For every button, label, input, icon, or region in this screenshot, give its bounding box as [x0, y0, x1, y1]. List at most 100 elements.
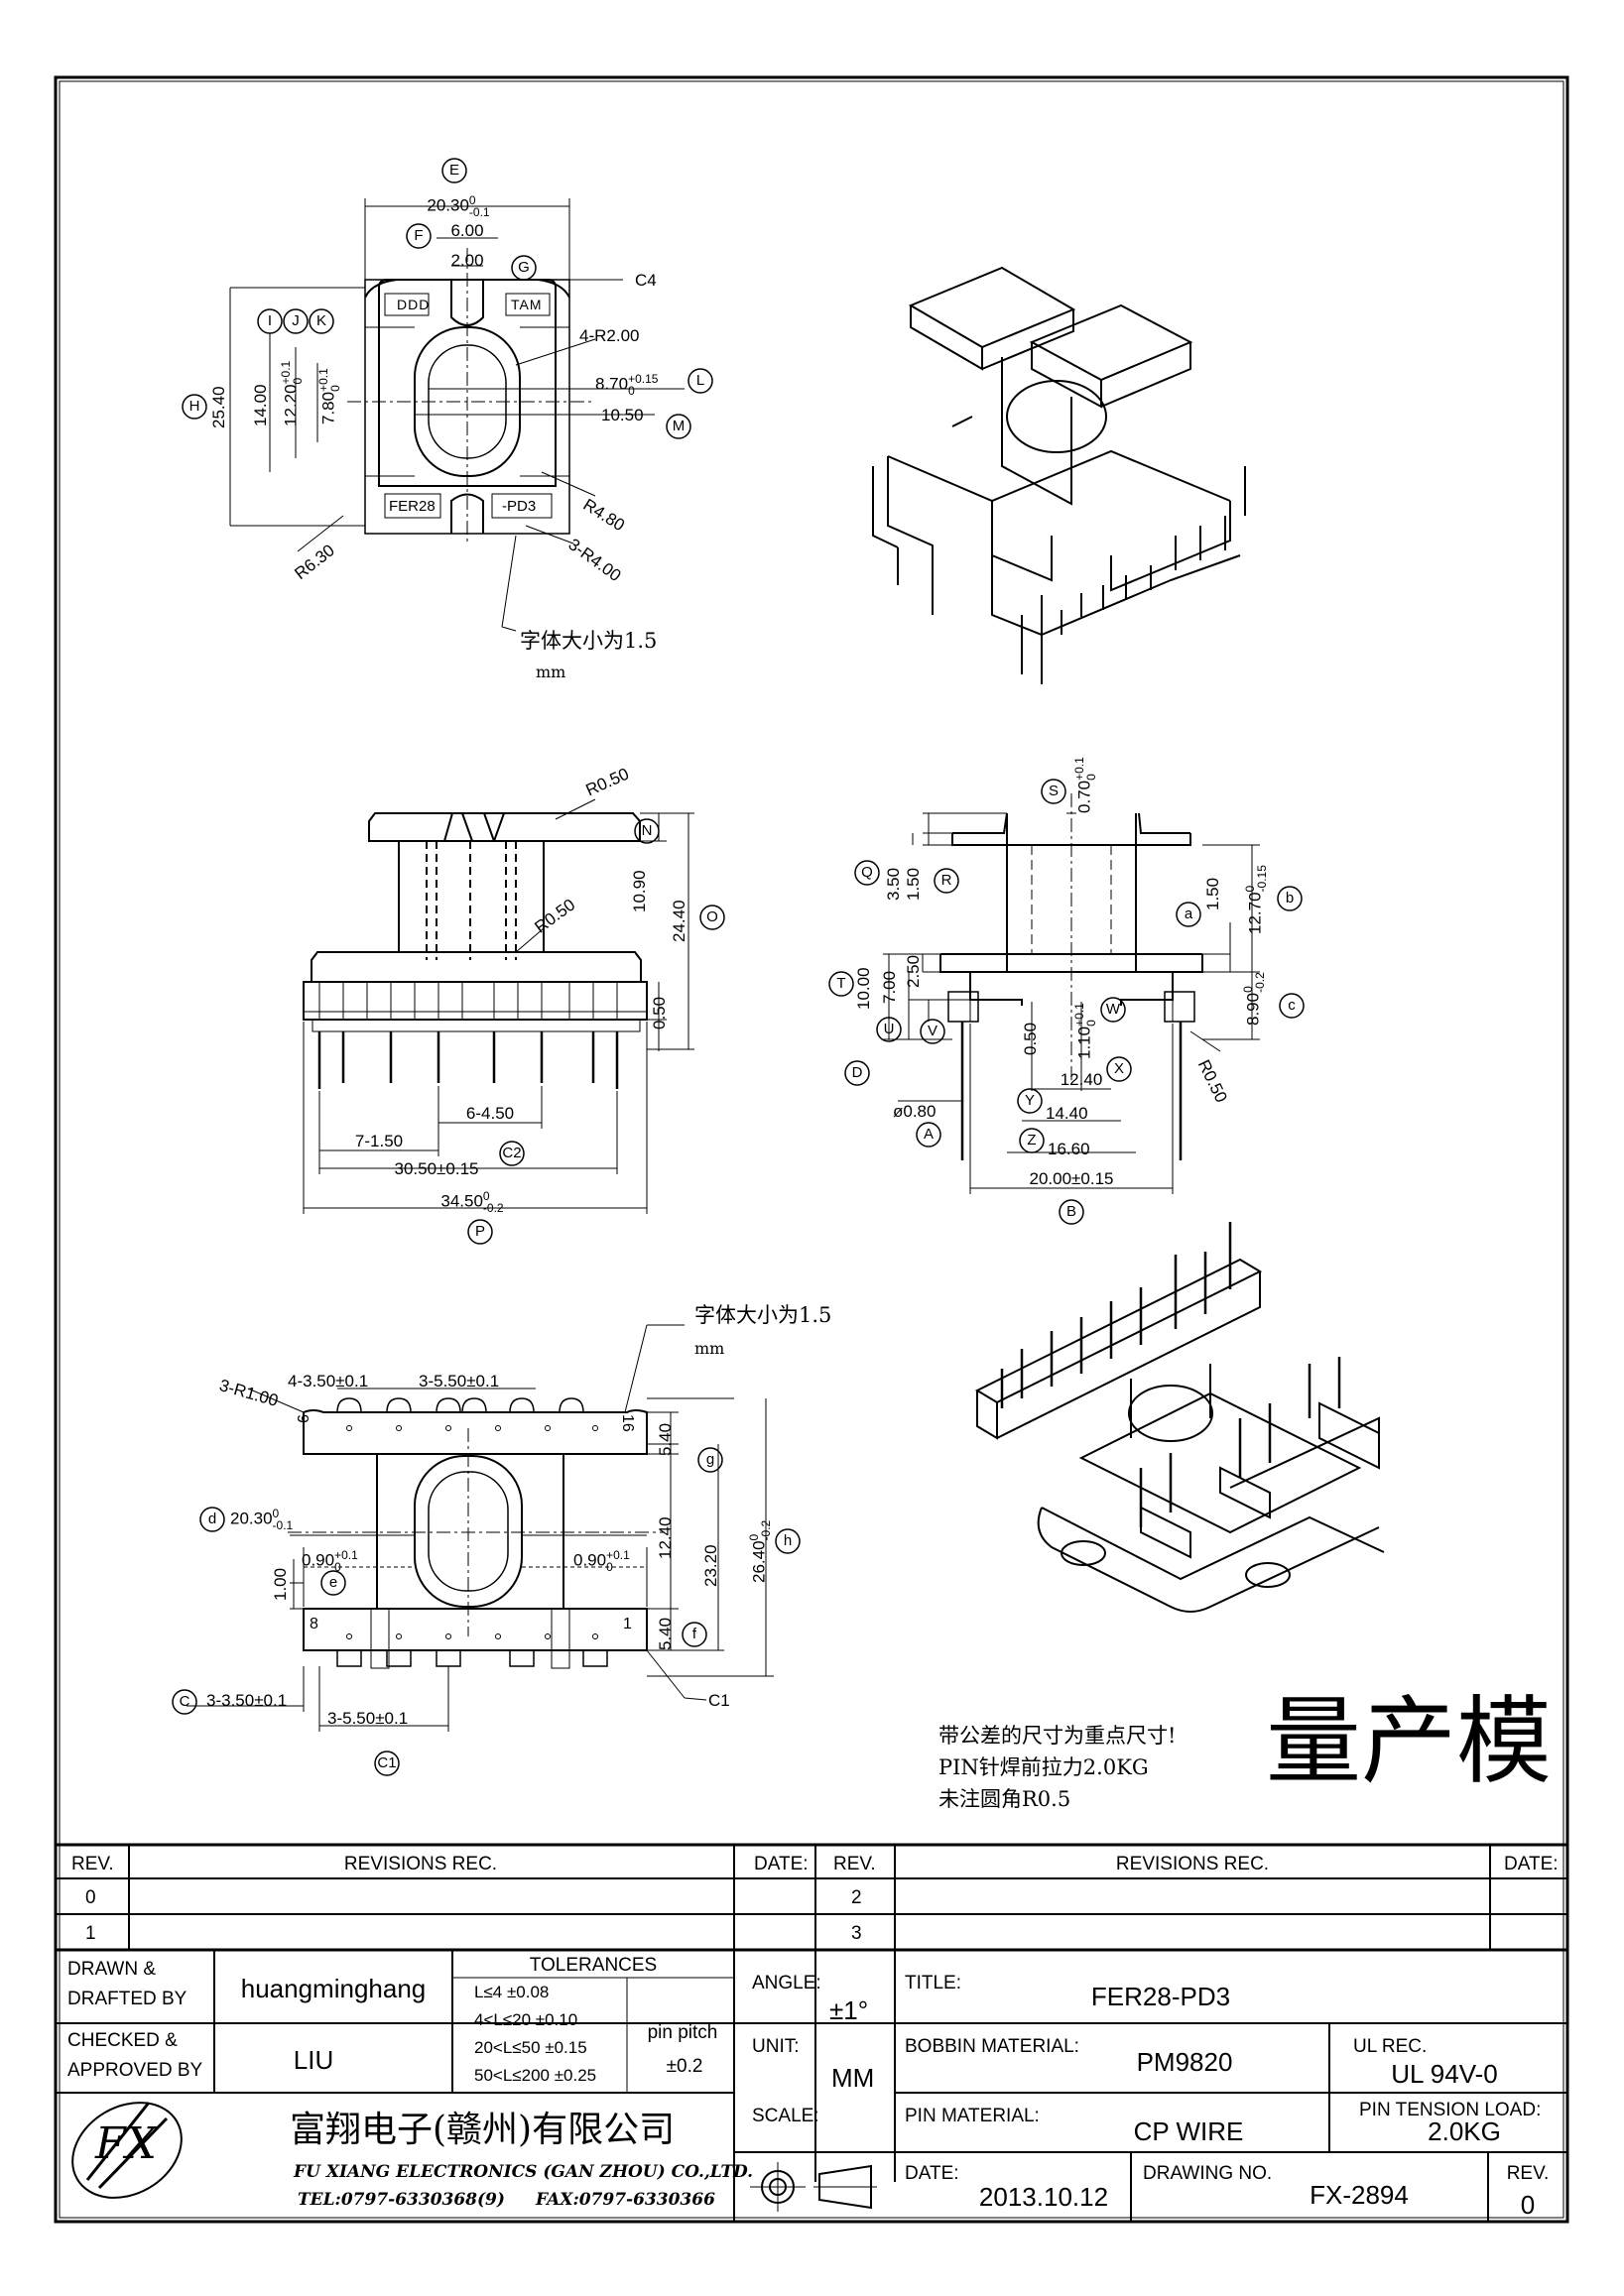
company-en: FU XIANG ELECTRONICS (GAN ZHOU) CO.,LTD.	[294, 2162, 754, 2182]
pitch-label: pin pitch	[647, 2022, 718, 2043]
tension-value: 2.0KG	[1428, 2116, 1501, 2146]
ul-label: UL REC.	[1353, 2036, 1428, 2057]
angle-label: ANGLE:	[752, 1973, 821, 1994]
dim-6-4-50: 6-4.50	[465, 1104, 515, 1123]
rev-value: 0	[1520, 2190, 1536, 2220]
label-c: c	[1288, 997, 1296, 1014]
bottom-view	[172, 1324, 801, 1776]
label-d: d	[207, 1511, 217, 1527]
label-Q: Q	[861, 864, 873, 881]
label-C: C	[179, 1693, 190, 1710]
dim-12-40: 12.40	[1060, 1070, 1103, 1089]
label-R: R	[940, 872, 952, 889]
label-V: V	[927, 1023, 937, 1039]
dim-16-60: 16.60	[1048, 1140, 1090, 1158]
pin-9: 9	[294, 1414, 311, 1423]
front-view	[303, 798, 725, 1245]
dim-12-40-b: 12.40	[656, 1516, 675, 1559]
note-3: 未注圆角R0.5	[938, 1787, 1071, 1811]
tol-row-2: 4<L≤20 ±0.10	[474, 2010, 578, 2029]
label-T: T	[836, 975, 846, 992]
scale-label: SCALE:	[752, 2106, 819, 2126]
tol-row-3: 20<L≤50 ±0.15	[474, 2038, 587, 2057]
label-e: e	[328, 1574, 338, 1591]
dim-0-50: 0.50	[650, 996, 669, 1029]
dim-10-00: 10.00	[854, 967, 873, 1010]
tension-label: PIN TENSION LOAD:	[1359, 2100, 1542, 2120]
label-G: G	[518, 259, 530, 276]
label-L: L	[695, 372, 705, 389]
dim-4-3-50: 4-3.50±0.1	[288, 1372, 369, 1390]
dim-34-50: 34.500-0.2	[440, 1189, 504, 1215]
label-W: W	[1105, 1001, 1121, 1018]
label-X: X	[1113, 1060, 1124, 1077]
label-O: O	[706, 908, 718, 925]
dim-c1: C1	[708, 1691, 730, 1710]
label-Z: Z	[1027, 1132, 1037, 1148]
label-S: S	[1048, 783, 1059, 799]
dim-26-40: 26.400-0.2	[747, 1519, 773, 1583]
approved-label: APPROVED BY	[67, 2060, 203, 2081]
dim-3-3-50: 3-3.50±0.1	[206, 1691, 288, 1710]
dim-phi-0-80: ø0.80	[893, 1102, 937, 1121]
rev-header: REV.	[71, 1854, 114, 1874]
mark-fer28: FER28	[389, 498, 436, 515]
rev-row-1: 1	[85, 1923, 96, 1944]
pin-16: 16	[619, 1414, 636, 1432]
pin-material-label: PIN MATERIAL:	[905, 2106, 1040, 2126]
dim-1-50-b: 1.50	[1203, 877, 1222, 910]
drafted-label: DRAFTED BY	[67, 1989, 187, 2009]
revisions-header-2: REVISIONS REC.	[1115, 1854, 1270, 1874]
rev-row-3: 3	[851, 1923, 862, 1944]
rev-label: REV.	[1506, 2163, 1550, 2184]
title-value: FER28-PD3	[1090, 1982, 1231, 2011]
side-view	[828, 779, 1305, 1225]
dim-5-40-b: 5.40	[656, 1617, 675, 1650]
mark-mat: MAT	[510, 297, 542, 312]
material-label: BOBBIN MATERIAL:	[905, 2036, 1079, 2057]
dim-20-30-b: 20.300-0.1	[230, 1507, 294, 1532]
dim-7-1-50: 7-1.50	[354, 1132, 404, 1150]
table-lines	[56, 1843, 1567, 2222]
date-value: 2013.10.12	[978, 2182, 1109, 2212]
drawn-by: huangminghang	[240, 1974, 427, 2003]
font-note-1-unit: mm	[536, 663, 566, 681]
top-view	[182, 158, 713, 632]
dim-3-5-50-b: 3-5.50±0.1	[327, 1709, 409, 1728]
mark-pd3: -PD3	[502, 498, 537, 515]
pin-8: 8	[310, 1616, 318, 1632]
dim-14-00: 14.00	[251, 384, 270, 426]
label-N: N	[641, 822, 653, 839]
drawn-label: DRAWN &	[67, 1959, 157, 1980]
label-a: a	[1184, 906, 1193, 922]
dim-3-50: 3.50	[884, 867, 903, 901]
drawing-no-value: FX-2894	[1310, 2180, 1409, 2210]
stamp-mass-production: 量产模	[1266, 1686, 1552, 1797]
dim-0-50-s: 0.50	[1021, 1022, 1040, 1055]
font-note-2: 字体大小为1.5	[694, 1303, 832, 1327]
dim-20-30: 20.300-0.1	[427, 193, 490, 219]
label-P: P	[474, 1223, 485, 1240]
dim-5-40-a: 5.40	[656, 1422, 675, 1456]
unit-label: UNIT:	[752, 2036, 800, 2057]
label-J: J	[292, 312, 300, 329]
checked-label: CHECKED &	[67, 2030, 178, 2051]
inner-border	[59, 80, 1564, 2219]
dim-7-00: 7.00	[880, 970, 899, 1004]
isometric-view-2	[974, 1222, 1385, 1613]
tol-row-4: 50<L≤200 ±0.25	[474, 2066, 597, 2085]
label-Y: Y	[1024, 1092, 1035, 1109]
dim-25-40: 25.40	[209, 386, 228, 428]
outer-border	[54, 75, 1569, 2224]
dim-1-50: 1.50	[904, 867, 923, 901]
note-1: 带公差的尺寸为重点尺寸!	[938, 1724, 1177, 1748]
company-cn: 富翔电子(赣州)有限公司	[290, 2110, 676, 2150]
drawing-no-label: DRAWING NO.	[1143, 2163, 1273, 2184]
label-D: D	[851, 1064, 863, 1081]
dim-23-20: 23.20	[701, 1544, 720, 1587]
font-note-2-unit: mm	[694, 1339, 725, 1358]
